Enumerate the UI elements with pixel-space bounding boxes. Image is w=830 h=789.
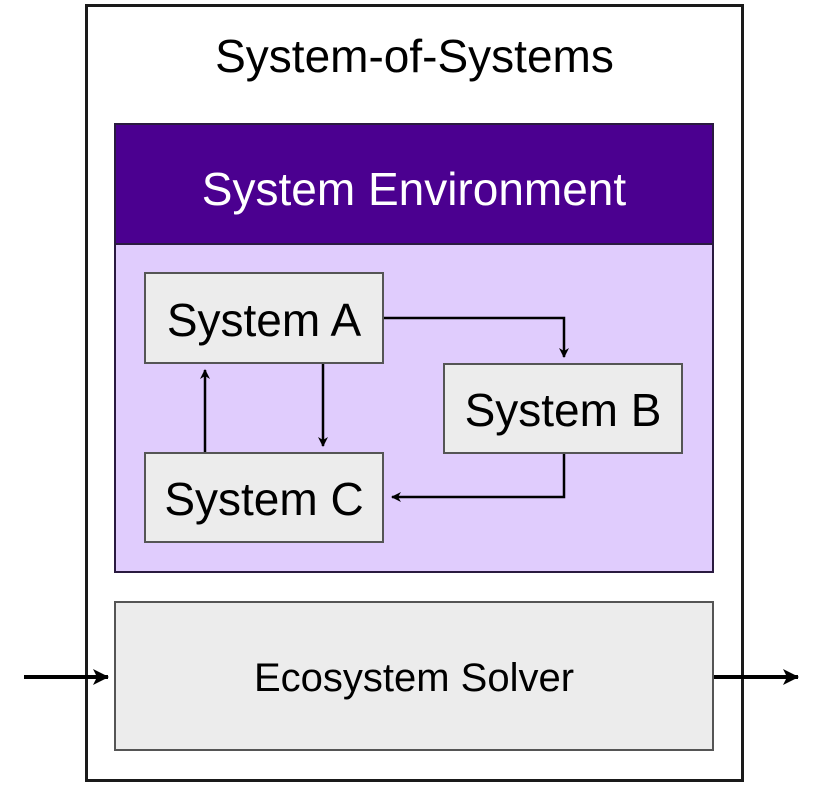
ecosystem-solver-node: Ecosystem Solver bbox=[114, 601, 714, 751]
system-b-node: System B bbox=[443, 363, 683, 454]
arrow-b-to-c bbox=[391, 454, 566, 502]
system-a-node: System A bbox=[144, 272, 384, 364]
system-of-systems-title: System-of-Systems bbox=[215, 30, 614, 82]
system-c-node: System C bbox=[144, 452, 384, 543]
arrow-a-to-b bbox=[384, 316, 569, 358]
